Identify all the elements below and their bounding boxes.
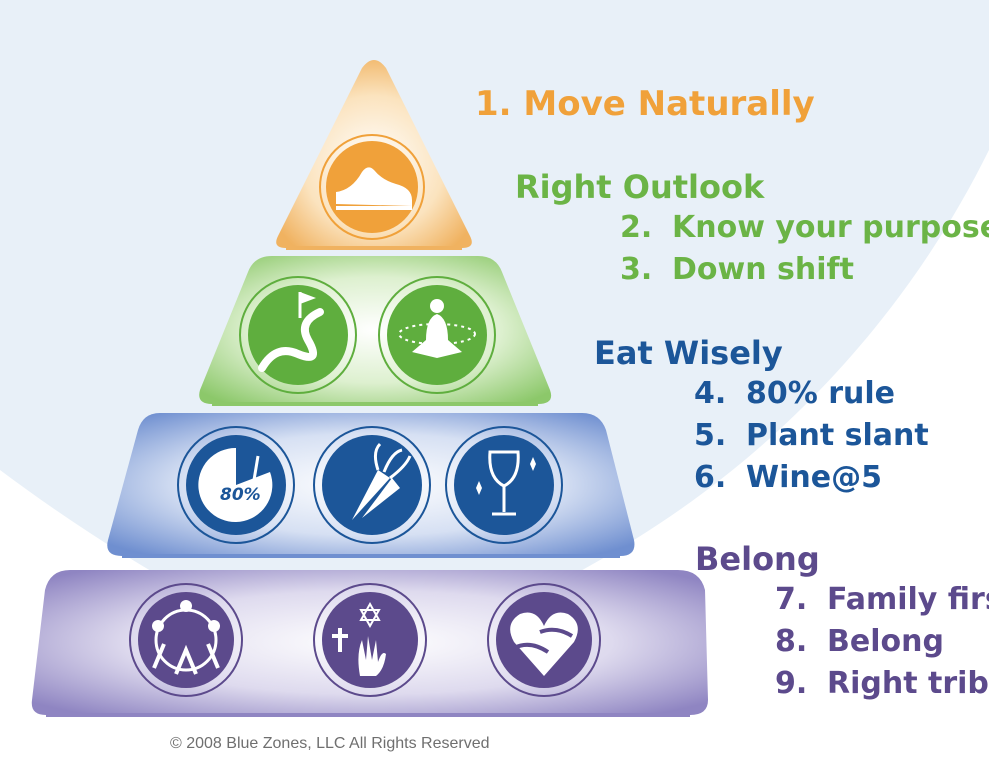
belong-item-9: 9.Right tribe xyxy=(775,666,989,701)
belong-item-7: 7.Family first xyxy=(775,582,989,617)
copyright-notice: © 2008 Blue Zones, LLC All Rights Reserv… xyxy=(170,735,490,752)
faith-symbols-icon xyxy=(313,583,427,697)
outlook-item-3: 3.Down shift xyxy=(620,252,854,287)
wine-glass-icon xyxy=(445,426,563,544)
eat-item-5: 5.Plant slant xyxy=(694,418,929,453)
heart-hands-icon xyxy=(487,583,601,697)
right-outlook-heading: Right Outlook xyxy=(515,168,765,206)
meditation-icon xyxy=(378,276,496,394)
eat-item-4: 4.80% rule xyxy=(694,376,896,411)
belong-heading: Belong xyxy=(695,540,820,578)
move-naturally-heading: 1. Move Naturally xyxy=(475,84,815,124)
belong-item-8: 8.Belong xyxy=(775,624,944,659)
eat-item-6: 6.Wine@5 xyxy=(694,460,882,495)
eighty-percent-plate-icon: 80% xyxy=(177,426,295,544)
carrot-vegetables-icon xyxy=(313,426,431,544)
eat-wisely-heading: Eat Wisely xyxy=(594,334,783,372)
outlook-item-2: 2.Know your purpose xyxy=(620,210,989,245)
shoe-icon xyxy=(319,134,425,240)
winding-path-flag-icon xyxy=(239,276,357,394)
eighty-percent-label: 80% xyxy=(220,485,261,505)
family-circle-icon xyxy=(129,583,243,697)
